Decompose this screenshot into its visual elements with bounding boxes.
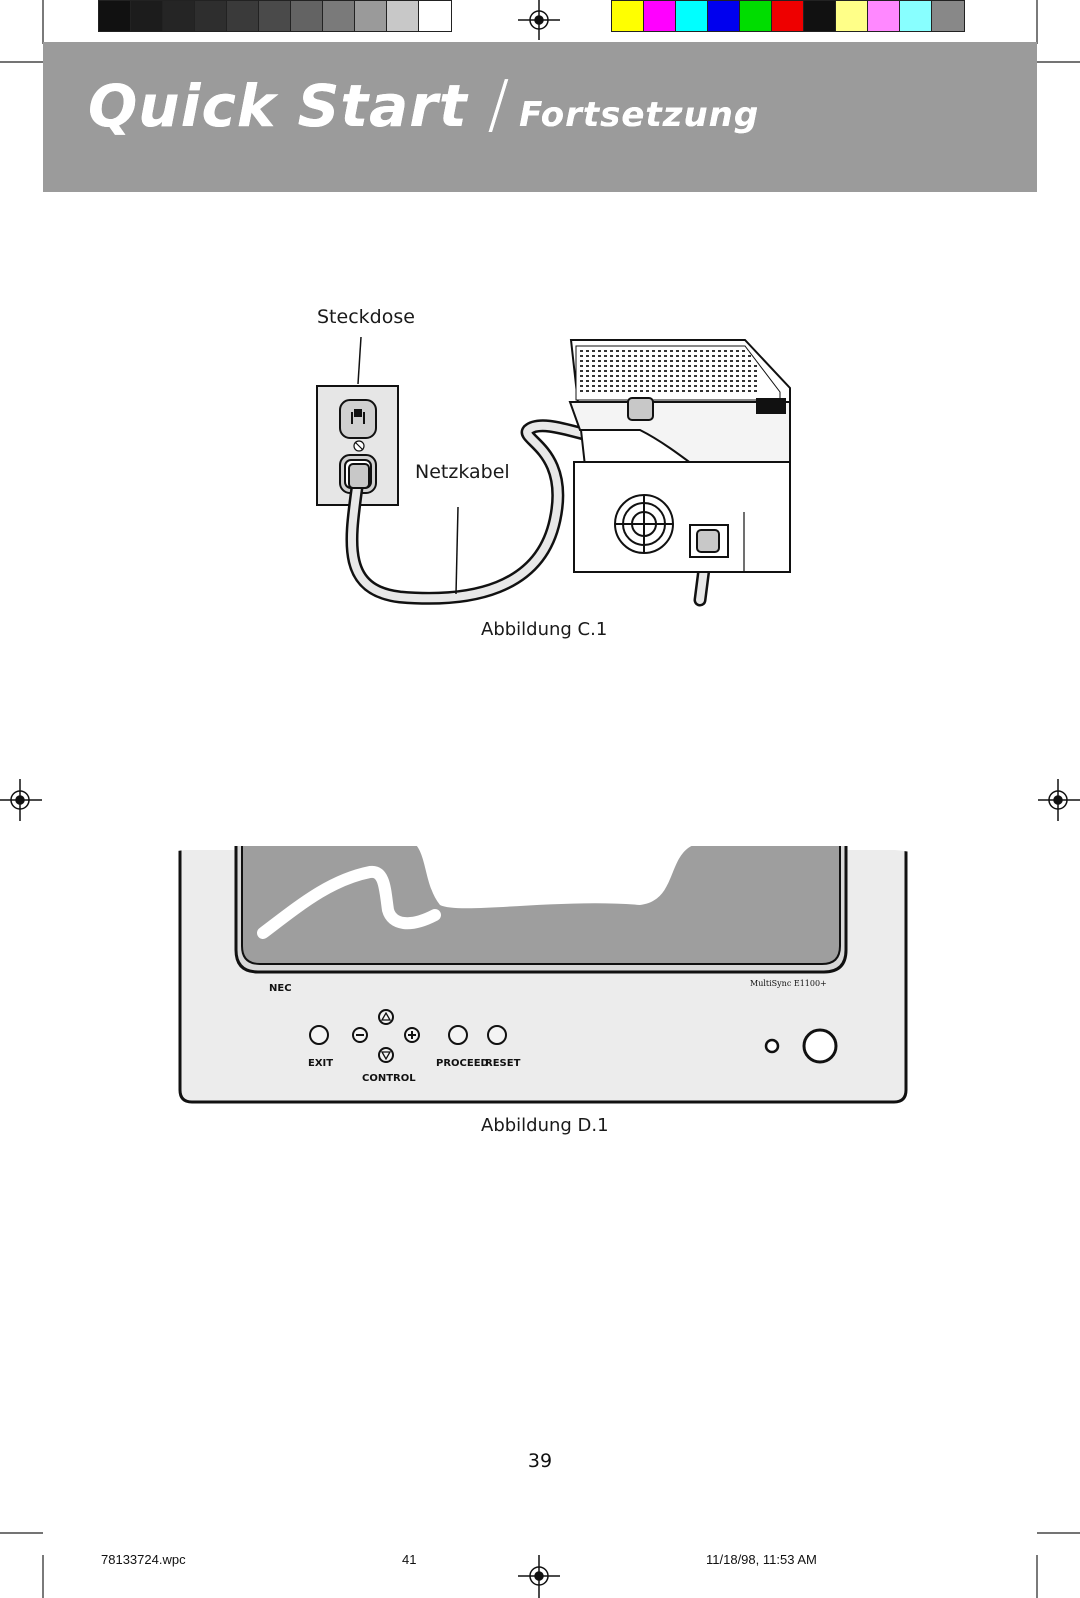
footer-datetime: 11/18/98, 11:53 AM [706, 1552, 817, 1567]
color-swatch [804, 1, 836, 31]
color-swatch [612, 1, 644, 31]
registration-mark-left [0, 779, 42, 821]
figure-d1-caption: Abbildung D.1 [481, 1115, 609, 1136]
monitor-front-bezel [170, 820, 912, 1104]
monitor-rear [568, 339, 791, 573]
color-swatch [644, 1, 676, 31]
color-swatch [708, 1, 740, 31]
header-banner [43, 42, 1037, 192]
color-swatch [676, 1, 708, 31]
registration-mark-top [518, 0, 560, 40]
gray-swatch [99, 1, 131, 31]
color-calibration-bar [611, 0, 965, 32]
footer-file: 78133724.wpc [101, 1552, 186, 1567]
title-main: Quick Start [88, 72, 468, 140]
title-subtitle: Fortsetzung [519, 95, 760, 135]
color-swatch [932, 1, 964, 31]
outlet-label: Steckdose [317, 306, 415, 328]
exit-button[interactable] [309, 1025, 329, 1045]
brand-logo: NEC [269, 983, 292, 994]
gray-swatch [387, 1, 419, 31]
gray-swatch [419, 1, 451, 31]
color-swatch [836, 1, 868, 31]
control-label: CONTROL [362, 1073, 416, 1084]
reset-label: RESET [485, 1058, 521, 1069]
gray-swatch [131, 1, 163, 31]
cable-label: Netzkabel [415, 461, 510, 483]
title-separator: / [487, 68, 510, 142]
figure-c1-caption: Abbildung C.1 [481, 619, 608, 640]
gray-swatch [163, 1, 195, 31]
gray-swatch [259, 1, 291, 31]
power-button[interactable] [802, 1028, 838, 1064]
color-swatch [868, 1, 900, 31]
grayscale-calibration-bar [98, 0, 452, 32]
gray-swatch [195, 1, 227, 31]
color-swatch [772, 1, 804, 31]
proceed-label: PROCEED [436, 1058, 489, 1069]
gray-swatch [227, 1, 259, 31]
page-title: Quick Start /Fortsetzung [88, 68, 759, 142]
gray-swatch [355, 1, 387, 31]
page-number: 39 [527, 1450, 553, 1472]
reset-button[interactable] [487, 1025, 507, 1045]
color-swatch [900, 1, 932, 31]
model-name: MultiSync E1100+ [750, 979, 827, 988]
proceed-button[interactable] [448, 1025, 468, 1045]
figure-c1-illustration [316, 336, 791, 607]
monitor-vents [580, 350, 757, 392]
exit-label: EXIT [308, 1058, 333, 1069]
color-swatch [740, 1, 772, 31]
gray-swatch [323, 1, 355, 31]
registration-mark-bottom [518, 1555, 560, 1598]
registration-mark-right [1038, 779, 1080, 821]
footer-sheet: 41 [402, 1552, 417, 1567]
gray-swatch [291, 1, 323, 31]
power-led [764, 1038, 780, 1054]
